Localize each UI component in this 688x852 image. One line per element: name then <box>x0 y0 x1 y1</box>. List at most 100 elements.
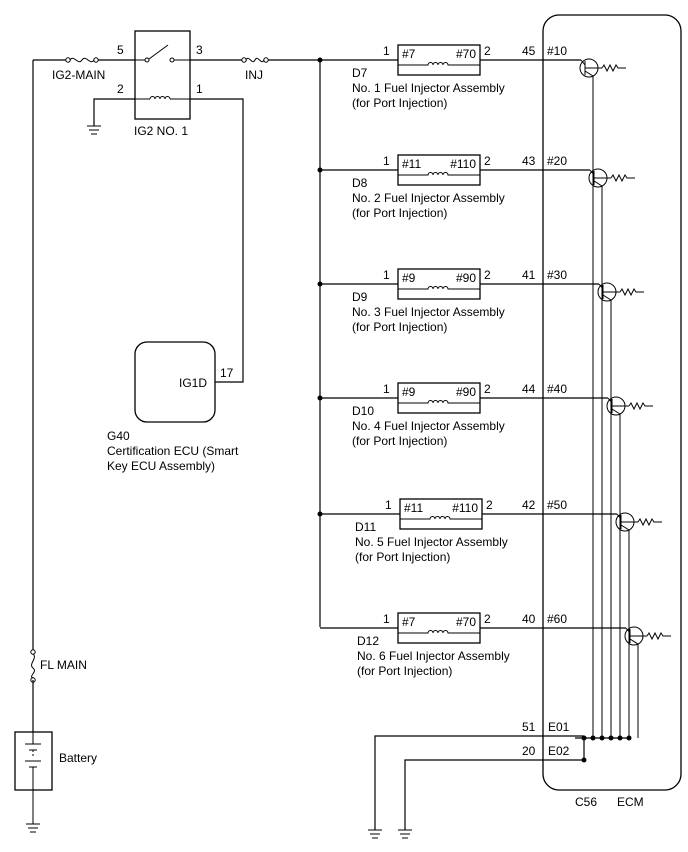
ecm-ground-pin: 20 <box>522 744 536 758</box>
certification-ecu-pin-number: 17 <box>220 366 234 380</box>
battery-icon <box>14 731 53 791</box>
junction-dot <box>626 735 632 741</box>
injector-code: D7 <box>352 66 368 80</box>
injector-coil-icon <box>398 62 480 66</box>
certification-ecu-name-line2: Key ECU Assembly) <box>107 459 215 473</box>
ecm-ground-pin: 51 <box>522 720 536 734</box>
injector-name: No. 1 Fuel Injector Assembly <box>352 81 505 95</box>
junction-dot <box>608 735 614 741</box>
ecm-terminal-code: #40 <box>547 382 567 396</box>
ecm-terminal-code: #20 <box>547 154 567 168</box>
ecm-pin-number: 42 <box>522 498 536 512</box>
injector-name: No. 3 Fuel Injector Assembly <box>352 305 505 319</box>
relay-name: IG2 NO. 1 <box>134 124 188 138</box>
injector-code: D11 <box>355 520 376 534</box>
injector-code-left: #11 <box>404 501 423 515</box>
power-supply-section: FL MAIN Battery IG2-MAIN <box>14 57 135 833</box>
relay-pin-3: 3 <box>196 43 203 57</box>
injector-name: No. 4 Fuel Injector Assembly <box>352 419 505 433</box>
relay-coil-control-wire <box>190 98 244 383</box>
junction-dot <box>317 511 323 517</box>
ig2-relay-box <box>134 30 191 120</box>
battery-ground-icon <box>26 790 40 833</box>
ecm-ground-terminal: E01 <box>548 720 570 734</box>
fl-main-fuse-label: FL MAIN <box>40 658 87 672</box>
junction-dot <box>317 395 323 401</box>
ecm-pin-number: 44 <box>522 382 536 396</box>
ecm-ground-circuit: 51 E01 <box>368 720 584 839</box>
certification-ecu-name-line1: Certification ECU (Smart <box>107 444 239 458</box>
relay-switch-icon <box>135 44 190 63</box>
certification-ecu-pin-label: IG1D <box>179 376 207 390</box>
injector-coil-icon <box>400 516 482 520</box>
transistor-icon <box>597 282 644 738</box>
relay-coil-ground-wire <box>93 98 135 126</box>
injector-coil-icon <box>398 400 480 404</box>
ig2-relay: 5 3 2 1 IG2 NO. 1 <box>87 30 244 383</box>
certification-ecu-box <box>134 341 216 423</box>
junction-dot <box>599 735 605 741</box>
fl-main-fuse-icon <box>30 649 36 683</box>
injector-pin-out: 2 <box>484 154 491 168</box>
injector-box <box>397 154 481 186</box>
injector-subtitle: (for Port Injection) <box>352 96 447 110</box>
injector-code-right: #70 <box>456 615 476 629</box>
junction-dot <box>317 57 323 63</box>
inj-fuse-icon <box>241 57 269 63</box>
certification-ecu-code: G40 <box>107 429 130 443</box>
junction-dot <box>317 281 323 287</box>
injector-code-right: #90 <box>456 271 476 285</box>
injector-code: D10 <box>352 404 374 418</box>
ecm-pin-number: 45 <box>522 44 536 58</box>
ecm-name: ECM <box>617 795 644 809</box>
injector-code-left: #11 <box>402 157 421 171</box>
injector-box <box>399 498 483 530</box>
injector-name: No. 2 Fuel Injector Assembly <box>352 191 505 205</box>
ig2-main-fuse-icon <box>65 57 99 63</box>
junction-dot <box>590 735 596 741</box>
ecm-terminal-code: #60 <box>547 612 567 626</box>
transistor-icon <box>615 512 662 738</box>
injector-subtitle: (for Port Injection) <box>352 434 447 448</box>
injector-code-left: #9 <box>402 271 416 285</box>
injector-box <box>397 44 481 76</box>
injector-pin-in: 1 <box>383 382 390 396</box>
injector-code: D8 <box>352 176 368 190</box>
battery-label: Battery <box>59 751 97 765</box>
injector-pin-out: 2 <box>484 268 491 282</box>
injector-pin-in: 1 <box>383 44 390 58</box>
injector-pin-in: 1 <box>385 498 392 512</box>
injector-code-right: #70 <box>456 47 476 61</box>
ecm-connector-code: C56 <box>575 795 597 809</box>
relay-pin-5: 5 <box>117 43 124 57</box>
ecm-pin-number: 41 <box>522 268 536 282</box>
ecm-terminal-code: #10 <box>547 44 567 58</box>
injector-code-right: #90 <box>456 385 476 399</box>
injector-code-left: #9 <box>402 385 416 399</box>
relay-pin-1: 1 <box>196 82 203 96</box>
injector-code: D9 <box>352 290 368 304</box>
injector-coil-icon <box>398 172 480 176</box>
injector-pin-out: 2 <box>484 44 491 58</box>
injector-code-right: #110 <box>450 157 476 171</box>
injector-pin-in: 1 <box>383 268 390 282</box>
injector-coil-icon <box>398 286 480 290</box>
ground-icon <box>368 829 382 839</box>
injector-subtitle: (for Port Injection) <box>352 320 447 334</box>
injector-pin-out: 2 <box>484 612 491 626</box>
injector-code-right: #110 <box>452 501 478 515</box>
transistor-icon <box>588 168 635 738</box>
injector-subtitle: (for Port Injection) <box>352 206 447 220</box>
certification-ecu: IG1D 17 G40 Certification ECU (Smart Key… <box>107 341 239 473</box>
relay-pin-2: 2 <box>117 82 124 96</box>
injector-code: D12 <box>357 634 379 648</box>
inj-fuse-label: INJ <box>245 68 263 82</box>
injector-name: No. 6 Fuel Injector Assembly <box>357 649 510 663</box>
